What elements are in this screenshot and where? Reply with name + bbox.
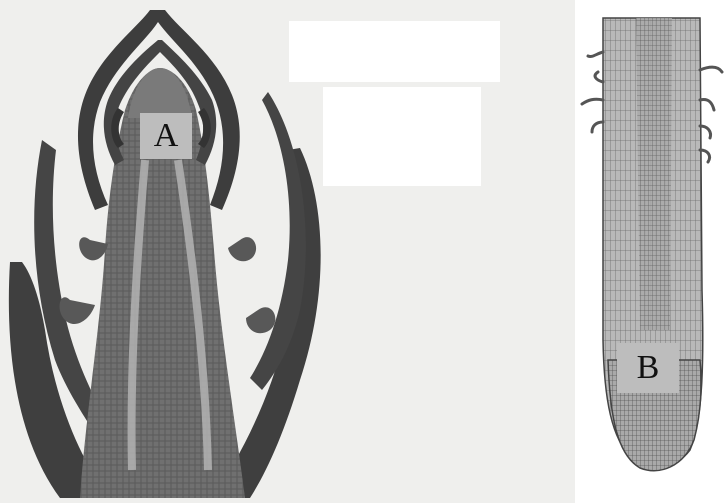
root-hair-left-3 (592, 122, 603, 132)
root-hair-left-2 (582, 99, 603, 104)
root-hair-left-4 (595, 72, 603, 82)
label-a: A (140, 113, 192, 159)
root-tip-illustration (582, 18, 722, 471)
blank-label-box-top (289, 21, 500, 82)
blank-label-box-middle (323, 87, 481, 186)
root-hair-right-1 (700, 67, 722, 72)
root-hair-left-1 (588, 52, 603, 57)
label-b: B (617, 343, 679, 393)
root-hair-right-2 (700, 99, 714, 110)
root-stele (636, 18, 672, 330)
